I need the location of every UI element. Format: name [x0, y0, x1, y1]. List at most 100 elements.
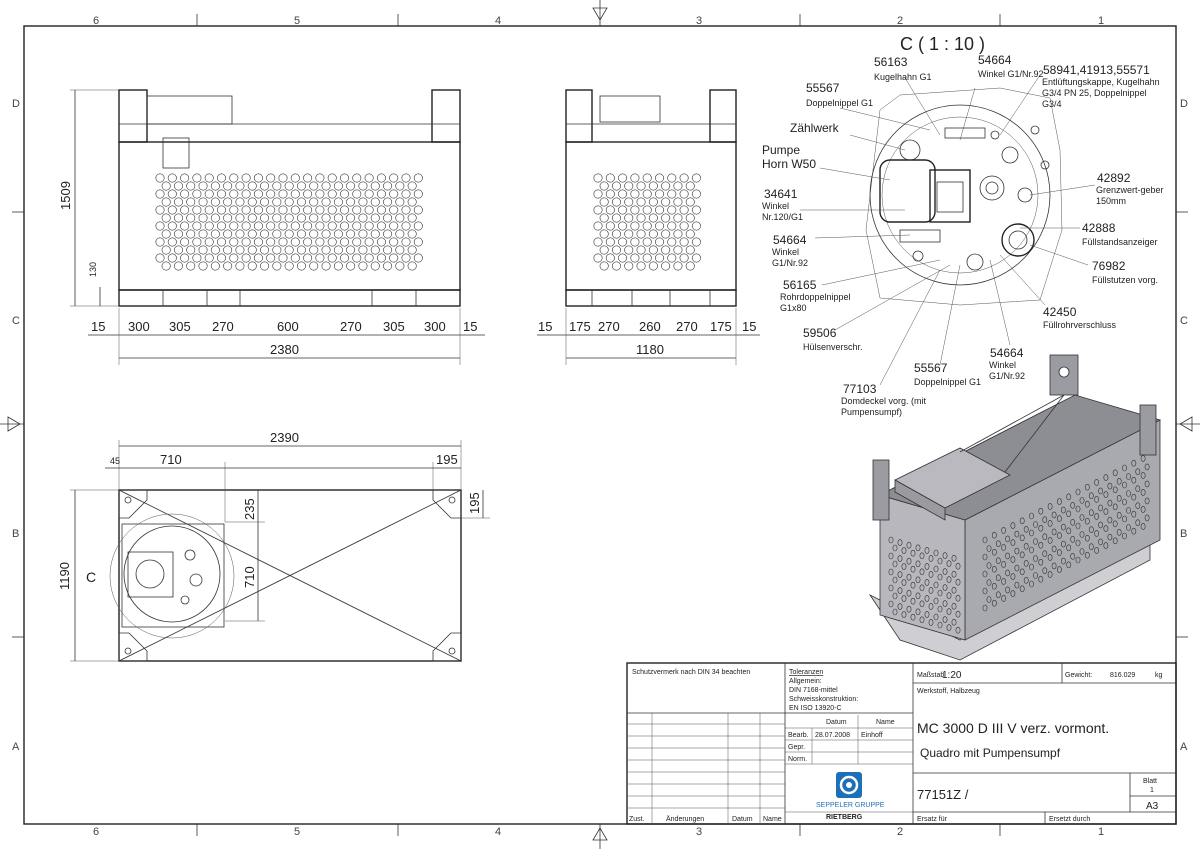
perforation-hole — [321, 213, 331, 223]
perforation-hole — [611, 245, 621, 255]
perforation-hole — [376, 189, 386, 199]
perforation-hole — [1122, 532, 1127, 540]
perforation-hole — [407, 261, 417, 271]
perforation-hole — [1005, 535, 1010, 543]
perforation-hole — [376, 221, 386, 231]
perforation-hole — [1122, 498, 1127, 506]
perforation-hole — [241, 205, 251, 215]
perforation-hole — [906, 605, 912, 613]
perforation-hole — [266, 237, 276, 247]
perforation-hole — [192, 253, 202, 263]
perforation-hole — [272, 245, 282, 255]
perforation-hole — [1075, 488, 1081, 496]
perforation-hole — [933, 581, 939, 589]
zone-row-b-right: B — [1180, 528, 1187, 540]
perforation-hole — [401, 237, 411, 247]
callout-56165-text: Rohrdoppelnippel G1x80 — [780, 292, 851, 313]
perforation-hole — [339, 253, 349, 263]
perforation-hole — [315, 189, 325, 199]
perforation-hole — [155, 173, 165, 183]
tb-tolerances-head: Toleranzen — [789, 669, 823, 676]
perforation-hole — [661, 229, 671, 239]
perforation-hole — [1103, 508, 1109, 515]
perforation-hole — [1051, 511, 1057, 519]
perforation-hole — [995, 591, 1001, 599]
perforation-hole — [167, 205, 177, 215]
top-dim-235: 235 — [242, 498, 257, 520]
perforation-hole — [919, 616, 925, 624]
perforation-hole — [173, 181, 183, 191]
perforation-hole — [1001, 544, 1006, 551]
tb-bearb-date: 28.07.2008 — [815, 732, 850, 739]
perforation-hole — [642, 173, 652, 183]
zone-row-c: C — [12, 315, 20, 327]
perforation-hole — [198, 245, 208, 255]
perforation-hole — [986, 596, 992, 603]
perforation-hole — [327, 237, 337, 247]
perforation-hole — [204, 221, 214, 231]
perforation-hole — [383, 213, 393, 223]
perforation-hole — [1066, 493, 1072, 501]
perforation-hole — [924, 563, 930, 570]
perforation-hole — [910, 597, 916, 605]
callout-55567-bottom-num: 55567 — [914, 361, 948, 375]
perforation-hole — [955, 594, 961, 602]
perforation-hole — [1094, 479, 1099, 486]
perforation-hole — [599, 213, 609, 223]
perforation-hole — [1047, 571, 1053, 578]
perforation-hole — [1023, 525, 1029, 533]
perforation-hole — [161, 245, 171, 255]
perforation-hole — [991, 565, 997, 573]
side-seg-3: 270 — [598, 319, 620, 334]
perforation-hole — [204, 189, 214, 199]
perforation-hole — [358, 261, 368, 271]
perforation-hole — [661, 213, 671, 223]
perforation-hole — [1001, 578, 1006, 585]
perforation-hole — [685, 229, 695, 239]
perforation-hole — [247, 229, 257, 239]
perforation-hole — [260, 213, 270, 223]
perforation-hole — [1094, 547, 1099, 554]
dim-height-1509: 1509 — [58, 181, 73, 210]
perforation-hole — [1033, 521, 1038, 528]
perforation-hole — [284, 197, 294, 207]
perforation-hole — [654, 173, 664, 183]
perforation-hole — [648, 245, 658, 255]
perforation-hole — [636, 181, 646, 191]
perforation-hole — [667, 221, 677, 231]
perforation-hole — [296, 197, 306, 207]
perforation-hole — [327, 189, 337, 199]
perforation-hole — [309, 261, 319, 271]
perforation-hole — [1070, 518, 1076, 526]
perforation-hole — [229, 205, 239, 215]
perforation-hole — [235, 181, 245, 191]
tb-col-name: Name — [876, 719, 895, 726]
detail-title: C ( 1 : 10 ) — [900, 34, 985, 54]
perforation-hole — [1088, 509, 1094, 517]
callout-42450-text: Füllrohrverschluss — [1043, 320, 1117, 330]
perforation-hole — [599, 229, 609, 239]
perforation-hole — [210, 197, 220, 207]
perforation-hole — [186, 245, 196, 255]
perforation-hole — [296, 261, 306, 271]
perforation-hole — [942, 584, 948, 591]
tb-sheet-label: Blatt — [1143, 778, 1157, 785]
perforation-hole — [1001, 527, 1006, 534]
perforation-hole — [892, 576, 898, 584]
dim-seg-5: 600 — [277, 319, 299, 334]
front-perforation — [155, 173, 423, 271]
perforation-hole — [290, 221, 300, 231]
perforation-hole — [186, 181, 196, 191]
perforation-hole — [303, 221, 313, 231]
callout-42892-num: 42892 — [1097, 171, 1131, 185]
perforation-hole — [1107, 482, 1113, 490]
perforation-hole — [915, 544, 921, 552]
perforation-hole — [679, 173, 689, 183]
perforation-hole — [364, 205, 374, 215]
perforation-hole — [1126, 490, 1131, 497]
perforation-hole — [253, 221, 263, 231]
perforation-hole — [937, 605, 943, 613]
perforation-hole — [593, 221, 603, 231]
perforation-hole — [991, 548, 997, 556]
